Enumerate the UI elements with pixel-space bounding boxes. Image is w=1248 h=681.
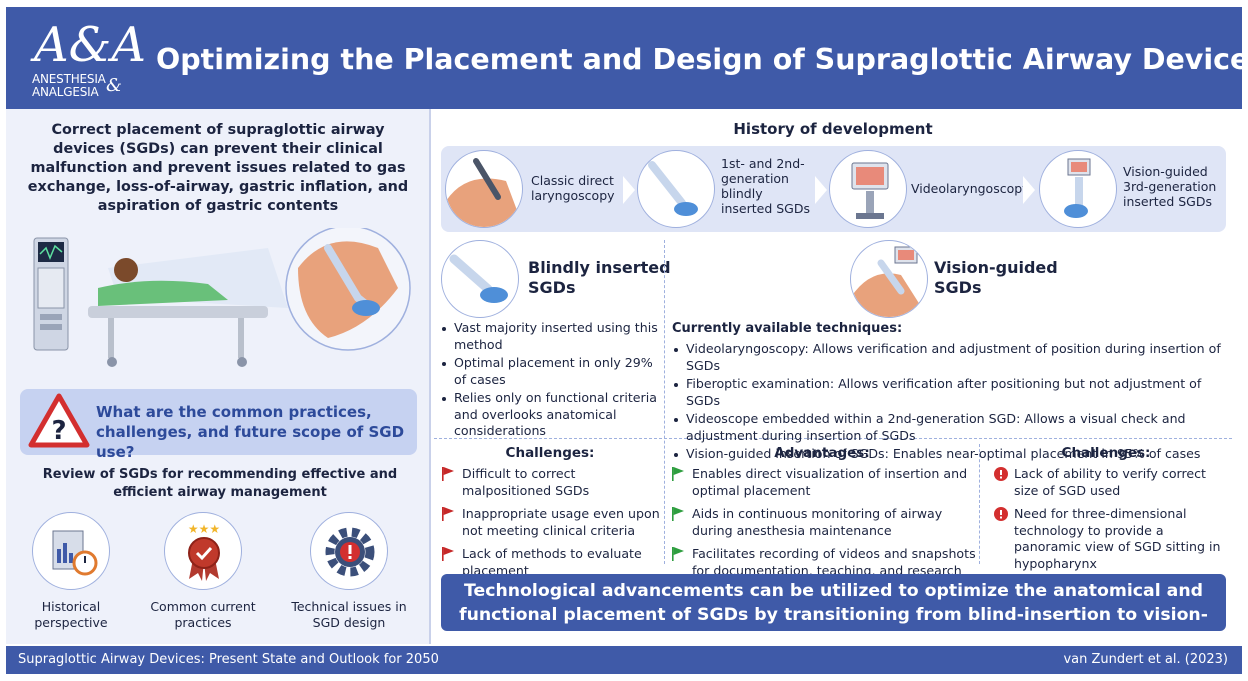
list-item: Lack of ability to verify correct size o… xyxy=(994,466,1226,499)
header-banner: A&A ANESTHESIA ANALGESIA & Optimizing th… xyxy=(6,7,1248,109)
vision-section-title: Vision-guided SGDs xyxy=(934,258,1058,298)
patient-illustration xyxy=(33,228,411,367)
list-item: Fiberoptic examination: Allows verificat… xyxy=(672,376,1228,409)
challenge-text: Lack of methods to evaluate placement xyxy=(462,546,642,578)
list-item: Relies only on functional criteria and o… xyxy=(440,390,658,440)
laryngoscopy-icon xyxy=(445,150,523,228)
techniques-title: Currently available techniques: xyxy=(672,321,903,336)
blind-challenges-title: Challenges: xyxy=(505,445,595,461)
section-divider xyxy=(664,240,665,564)
history-title: History of development xyxy=(733,120,933,138)
list-item: Inappropriate usage even upon not meetin… xyxy=(442,506,660,539)
vision-challenges-list: Lack of ability to verify correct size o… xyxy=(994,466,1226,579)
list-item: Need for three-dimensional technology to… xyxy=(994,506,1226,572)
advantages-title: Advantages: xyxy=(774,445,870,461)
review-text: Review of SGDs for recommending effectiv… xyxy=(42,467,398,500)
icon-caption-technical: Technical issues in SGD design xyxy=(291,599,407,630)
green-flag-icon xyxy=(672,467,684,481)
challenge-text: Difficult to correct malpositioned SGDs xyxy=(462,466,590,498)
red-flag-icon xyxy=(442,507,454,521)
icon-caption-historical: Historical perspective xyxy=(34,599,108,630)
conclusion-banner: Technological advancements can be utiliz… xyxy=(441,574,1226,649)
vision-title-line-2: SGDs xyxy=(934,278,982,297)
intro-text: Correct placement of supraglottic airway… xyxy=(27,122,409,214)
history-step-4: Vision-guided 3rd-generation inserted SG… xyxy=(1123,164,1217,209)
challenge-text: Need for three-dimensional technology to… xyxy=(1014,506,1221,571)
footer-title: Supraglottic Airway Devices: Present Sta… xyxy=(18,652,439,667)
history-step-2: 1st- and 2nd-generation blindly inserted… xyxy=(721,156,810,216)
advantage-text: Facilitates recording of videos and snap… xyxy=(692,546,976,578)
historical-perspective-icon xyxy=(32,512,110,590)
list-item: Vast majority inserted using this method xyxy=(440,320,658,353)
history-step-3: Videolaryngoscopy xyxy=(911,181,1030,196)
logo-line-2: ANALGESIA xyxy=(32,85,99,99)
red-flag-icon xyxy=(442,547,454,561)
blind-challenges-list: Difficult to correct malpositioned SGDs … xyxy=(442,466,660,586)
svg-text:?: ? xyxy=(51,416,66,446)
videolaryngoscope-icon xyxy=(829,150,907,228)
timeline-arrow xyxy=(623,176,635,204)
red-flag-icon xyxy=(442,467,454,481)
blind-sgd-icon xyxy=(441,240,519,318)
advantages-list: Enables direct visualization of insertio… xyxy=(672,466,976,586)
green-flag-icon xyxy=(672,507,684,521)
gear-alert-icon xyxy=(310,512,388,590)
vision-challenges-title: Challenges: xyxy=(1061,445,1151,461)
list-item: Enables direct visualization of insertio… xyxy=(672,466,976,499)
list-item: Vision-guided insertion of SGDs: Enables… xyxy=(672,446,1228,463)
alert-circle-icon xyxy=(994,507,1008,521)
list-item: Optimal placement in only 29% of cases xyxy=(440,355,658,388)
svg-text:★★★: ★★★ xyxy=(188,522,220,536)
section-divider xyxy=(979,444,980,564)
footer-citation: van Zundert et al. (2023) xyxy=(1063,652,1228,667)
challenge-text: Lack of ability to verify correct size o… xyxy=(1014,466,1206,498)
sgd-device-icon xyxy=(637,150,715,228)
list-item: Lack of methods to evaluate placement xyxy=(442,546,660,579)
panel-divider xyxy=(429,109,431,644)
list-item: Facilitates recording of videos and snap… xyxy=(672,546,976,579)
history-timeline: Classic direct laryngoscopy 1st- and 2nd… xyxy=(441,146,1226,232)
list-item: Aids in continuous monitoring of airway … xyxy=(672,506,976,539)
list-item: Difficult to correct malpositioned SGDs xyxy=(442,466,660,499)
blind-section-title: Blindly inserted SGDs xyxy=(528,258,671,298)
advantage-text: Aids in continuous monitoring of airway … xyxy=(692,506,943,538)
vision-sgd-icon xyxy=(850,240,928,318)
journal-logo-text: ANESTHESIA ANALGESIA xyxy=(32,73,106,99)
section-divider xyxy=(434,438,1232,439)
footer: Supraglottic Airway Devices: Present Sta… xyxy=(6,646,1242,674)
timeline-arrow xyxy=(815,176,827,204)
advantage-text: Enables direct visualization of insertio… xyxy=(692,466,968,498)
ribbon-award-icon: ★★★ xyxy=(164,512,242,590)
blind-points-list: Vast majority inserted using this method… xyxy=(440,320,658,442)
timeline-arrow xyxy=(1023,176,1035,204)
blind-title-line-2: SGDs xyxy=(528,278,576,297)
list-item: Videolaryngoscopy: Allows verification a… xyxy=(672,341,1228,374)
green-flag-icon xyxy=(672,547,684,561)
vision-title-line-1: Vision-guided xyxy=(934,258,1058,277)
logo-ampersand: & xyxy=(106,75,123,96)
journal-logo: A&A xyxy=(34,17,147,73)
alert-circle-icon xyxy=(994,467,1008,481)
warning-triangle-icon: ? xyxy=(28,393,90,448)
techniques-list: Videolaryngoscopy: Allows verification a… xyxy=(672,341,1228,465)
blind-title-line-1: Blindly inserted xyxy=(528,258,671,277)
page-title: Optimizing the Placement and Design of S… xyxy=(156,43,1248,76)
question-text: What are the common practices, challenge… xyxy=(96,403,405,461)
history-step-1: Classic direct laryngoscopy xyxy=(531,173,615,203)
vision-guided-sgd-icon xyxy=(1039,150,1117,228)
logo-line-1: ANESTHESIA xyxy=(32,72,106,86)
question-box: ? What are the common practices, challen… xyxy=(20,389,417,461)
challenge-text: Inappropriate usage even upon not meetin… xyxy=(462,506,660,538)
icon-caption-practices: Common current practices xyxy=(150,599,256,630)
list-item: Videoscope embedded within a 2nd-generat… xyxy=(672,411,1228,444)
